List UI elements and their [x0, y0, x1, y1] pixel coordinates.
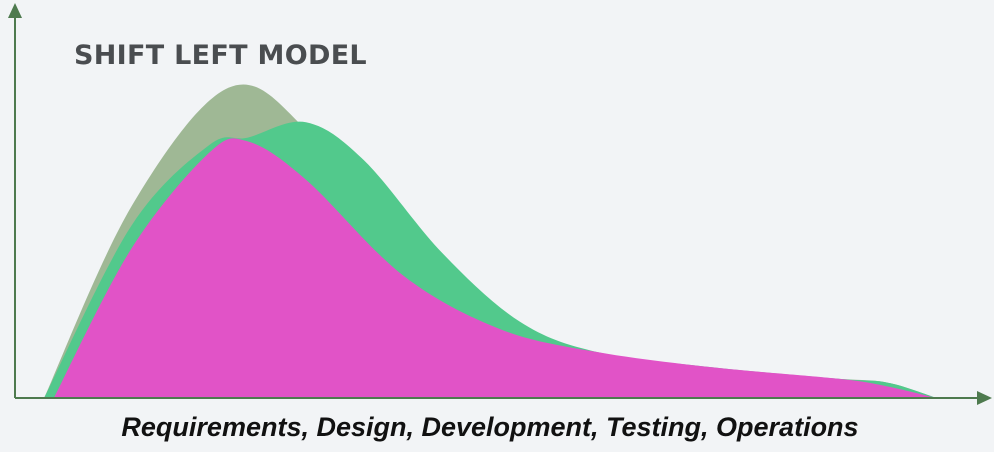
x-axis-arrow	[977, 391, 992, 405]
x-axis-label: Requirements, Design, Development, Testi…	[121, 412, 859, 442]
chart-title: SHIFT LEFT MODEL	[74, 40, 367, 71]
y-axis-arrow	[8, 3, 22, 18]
area-series-3	[53, 138, 937, 399]
chart-axes	[8, 3, 992, 405]
